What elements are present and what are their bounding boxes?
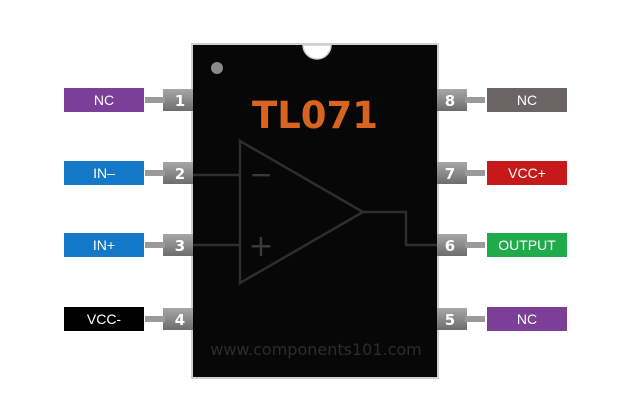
pin-5: 5 NC (437, 307, 567, 331)
pin-stem (465, 316, 485, 322)
pin-label: VCC- (87, 311, 122, 327)
chip-notch (302, 44, 332, 60)
pin-label: IN– (93, 165, 115, 181)
pin-label: IN+ (93, 237, 115, 253)
pin-number: 6 (445, 237, 455, 255)
noninverting-symbol: + (248, 229, 273, 264)
pin-label-box (487, 233, 567, 257)
pin-number: 1 (175, 92, 185, 110)
pin-lead (437, 89, 467, 111)
pin-number: 5 (445, 311, 455, 329)
pin-label: OUTPUT (498, 237, 556, 253)
pin-3: 3 IN+ (64, 233, 193, 257)
pin-stem (465, 242, 485, 248)
pin-label-box (64, 88, 144, 112)
pin1-indicator-dot (211, 62, 223, 74)
pin-lead (437, 162, 467, 184)
pin-number: 7 (445, 165, 455, 183)
pin-number: 4 (175, 311, 185, 329)
pin-label-box (487, 307, 567, 331)
pin-label: NC (94, 92, 114, 108)
pin-label-box (64, 233, 144, 257)
output-wire (363, 210, 437, 247)
pin-lead (163, 308, 193, 330)
pin-stem (145, 170, 165, 176)
inverting-symbol: − (249, 158, 272, 191)
watermark: www.components101.com (210, 340, 422, 359)
pin-stem (465, 170, 485, 176)
pin-label-box (487, 161, 567, 185)
pin-number: 8 (445, 92, 455, 110)
pin-lead (163, 89, 193, 111)
pin-label-box (64, 161, 144, 185)
pin-7: 7 VCC+ (437, 161, 567, 185)
pin-lead (163, 234, 193, 256)
pin-4: 4 VCC- (64, 307, 193, 331)
pin-label-box (64, 307, 144, 331)
pin-label: NC (517, 311, 537, 327)
pin-stem (145, 316, 165, 322)
pin-8: 8 NC (437, 88, 567, 112)
pin-label-box (487, 88, 567, 112)
pin-lead (163, 162, 193, 184)
opamp-triangle (238, 138, 366, 286)
pin-2: 2 IN– (64, 161, 193, 185)
pin-stem (465, 97, 485, 103)
pin-stem (145, 242, 165, 248)
opamp-symbol (193, 138, 437, 286)
pin-lead (437, 308, 467, 330)
pin-label: VCC+ (508, 165, 546, 181)
pin-6: 6 OUTPUT (437, 233, 567, 257)
pin-number: 2 (175, 165, 185, 183)
pin-stem (145, 97, 165, 103)
pin-1: 1 NC (64, 88, 193, 112)
pin-lead (437, 234, 467, 256)
chip-title: TL071 (252, 94, 378, 137)
pin-label: NC (517, 92, 537, 108)
pin-number: 3 (175, 237, 185, 255)
